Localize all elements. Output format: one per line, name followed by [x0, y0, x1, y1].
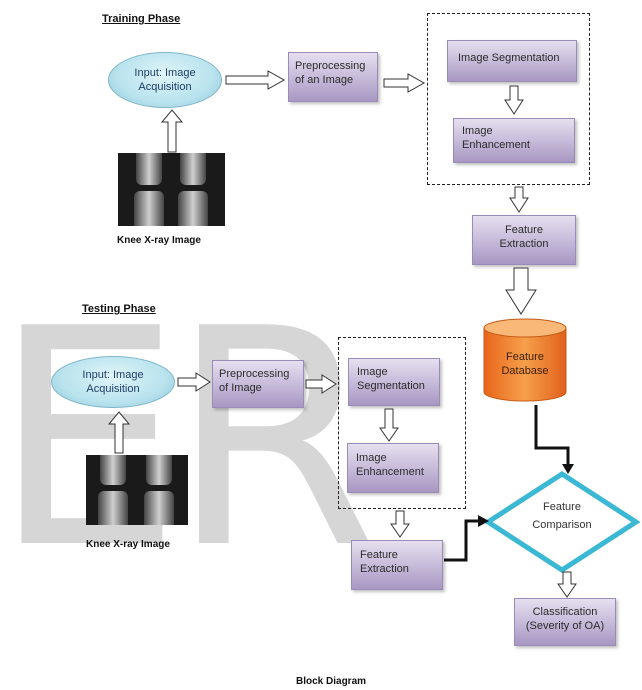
testing-input-line2: Acquisition	[86, 383, 140, 395]
training-enhancement-box: Image Enhancement	[453, 118, 575, 163]
arrowhead-database-to-comparison	[562, 464, 574, 474]
testing-knee-xray-image	[86, 455, 188, 525]
classification-line1: Classification	[532, 606, 598, 618]
training-preprocessing-line2: of an Image	[295, 74, 354, 86]
testing-preprocessing-line2: of Image	[219, 382, 262, 394]
arrow-database-to-comparison	[534, 405, 570, 466]
testing-feature-line2: Extraction	[360, 563, 409, 575]
feature-comparison-label: Feature Comparison	[484, 498, 640, 534]
testing-segmentation-line1: Image	[357, 366, 388, 378]
training-enhancement-line2: Enhancement	[462, 139, 530, 151]
arrow-test-preprocess-to-segmentation	[305, 374, 337, 394]
testing-enhancement-box: Image Enhancement	[347, 443, 439, 493]
training-feature-line1: Feature	[505, 224, 543, 236]
feature-comparison-diamond	[484, 471, 640, 573]
database-line2: Database	[501, 365, 549, 377]
training-segmentation-group	[427, 13, 590, 185]
training-preprocessing-line1: Preprocessing	[295, 60, 366, 72]
arrow-train-input-to-preprocess	[225, 70, 286, 90]
testing-segmentation-box: Image Segmentation	[348, 358, 440, 406]
arrow-test-input-to-preprocess	[177, 372, 211, 392]
training-input-line2: Acquisition	[138, 81, 192, 93]
classification-box: Classification (Severity of OA)	[514, 598, 616, 646]
arrow-train-group-to-feature	[509, 186, 529, 213]
feature-database-label: Feature Database	[480, 350, 570, 378]
testing-feature-line1: Feature	[360, 549, 398, 561]
training-input-line1: Input: Image	[134, 67, 196, 79]
arrow-train-xray-to-input	[160, 109, 184, 153]
watermark: ER	[0, 265, 378, 614]
testing-input-line1: Input: Image	[82, 369, 144, 381]
arrow-extraction-to-comparison	[444, 519, 480, 562]
testing-feature-extraction-box: Feature Extraction	[351, 540, 443, 590]
classification-line2: (Severity of OA)	[525, 620, 605, 632]
comparison-line2: Comparison	[532, 519, 592, 531]
training-segmentation-box: Image Segmentation	[447, 40, 577, 82]
training-enhancement-line1: Image	[462, 125, 493, 137]
arrow-train-preprocess-to-segmentation	[383, 73, 426, 93]
comparison-line1: Feature	[543, 501, 581, 513]
testing-segmentation-line2: Segmentation	[357, 380, 425, 392]
database-line1: Feature	[506, 351, 544, 363]
testing-enhancement-line2: Enhancement	[356, 466, 424, 478]
arrowhead-extraction-to-comparison	[478, 515, 489, 527]
arrow-test-group-to-feature	[390, 510, 410, 538]
testing-segmentation-group	[338, 337, 466, 509]
testing-image-caption: Knee X-ray Image	[86, 539, 170, 550]
training-image-caption: Knee X-ray Image	[117, 235, 201, 246]
training-knee-xray-image	[118, 153, 225, 226]
feature-database-cylinder	[483, 318, 567, 402]
training-feature-extraction-box: Feature Extraction	[472, 215, 576, 265]
training-segmentation-label: Image Segmentation	[458, 52, 560, 64]
testing-phase-heading: Testing Phase	[82, 303, 156, 315]
arrow-train-segmentation-to-enhancement	[504, 85, 524, 115]
testing-preprocessing-box: Preprocessing of Image	[212, 360, 304, 408]
arrow-comparison-to-classification	[557, 571, 577, 598]
block-diagram-caption: Block Diagram	[296, 676, 367, 687]
training-feature-line2: Extraction	[499, 238, 549, 250]
testing-enhancement-line1: Image	[356, 452, 387, 464]
training-phase-heading: Training Phase	[102, 13, 181, 25]
training-preprocessing-box: Preprocessing of an Image	[288, 52, 378, 102]
arrow-test-segmentation-to-enhancement	[379, 408, 399, 442]
arrow-test-xray-to-input	[107, 411, 131, 454]
testing-preprocessing-line1: Preprocessing	[219, 368, 290, 380]
arrow-feature-to-database	[505, 267, 537, 315]
